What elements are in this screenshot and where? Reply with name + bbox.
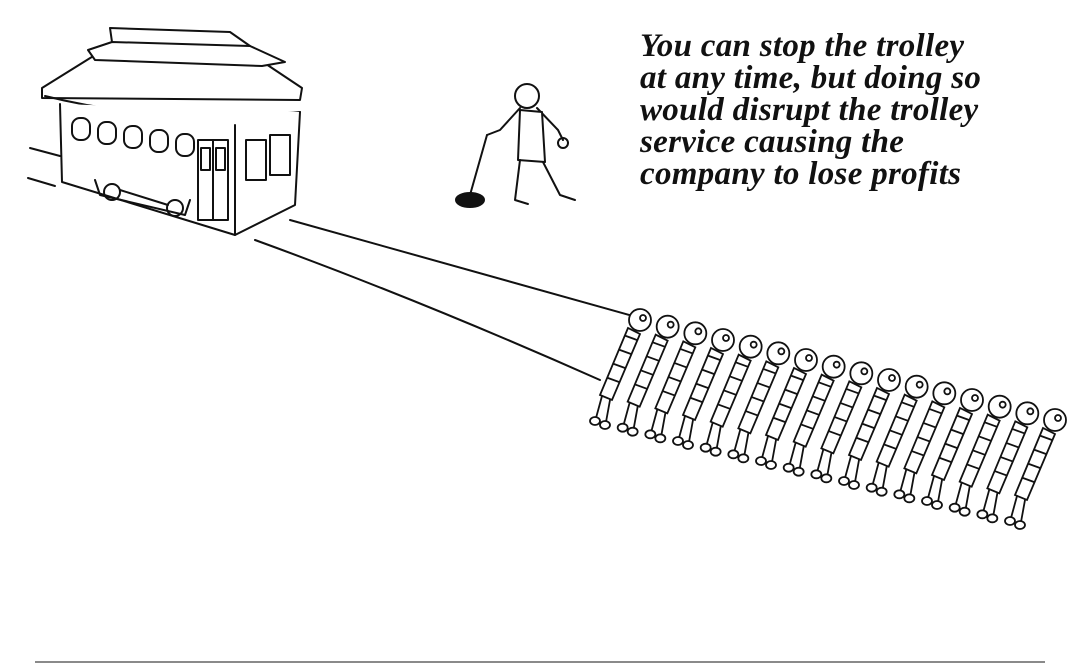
person-at-lever — [455, 83, 576, 208]
tied-person — [921, 388, 984, 510]
people-on-track — [589, 308, 1067, 530]
tied-person — [865, 374, 929, 497]
tied-person — [976, 401, 1040, 524]
caption-line-3: would disrupt the trolley — [640, 92, 979, 128]
tied-person — [782, 354, 846, 477]
railway-track — [27, 147, 641, 381]
caption-text: You can stop the trolley at any time, bu… — [640, 28, 1070, 192]
tied-person — [838, 368, 901, 490]
caption-line-1: You can stop the trolley — [640, 28, 965, 64]
tied-person — [948, 394, 1012, 517]
tied-person — [672, 328, 735, 450]
bottom-divider — [35, 661, 1045, 663]
tied-person — [810, 361, 874, 484]
tied-person — [699, 334, 763, 457]
caption-line-4: service causing the — [640, 124, 905, 160]
caption-line-5: company to lose profits — [640, 156, 962, 192]
tied-person — [727, 341, 791, 464]
tied-person — [616, 314, 680, 437]
caption-line-2: at any time, but doing so — [640, 60, 982, 96]
trolley-car — [41, 27, 303, 236]
tied-person — [755, 348, 818, 470]
tied-person — [893, 381, 957, 504]
tied-person — [589, 308, 652, 430]
tied-person — [1004, 408, 1067, 530]
tied-person — [644, 321, 708, 444]
